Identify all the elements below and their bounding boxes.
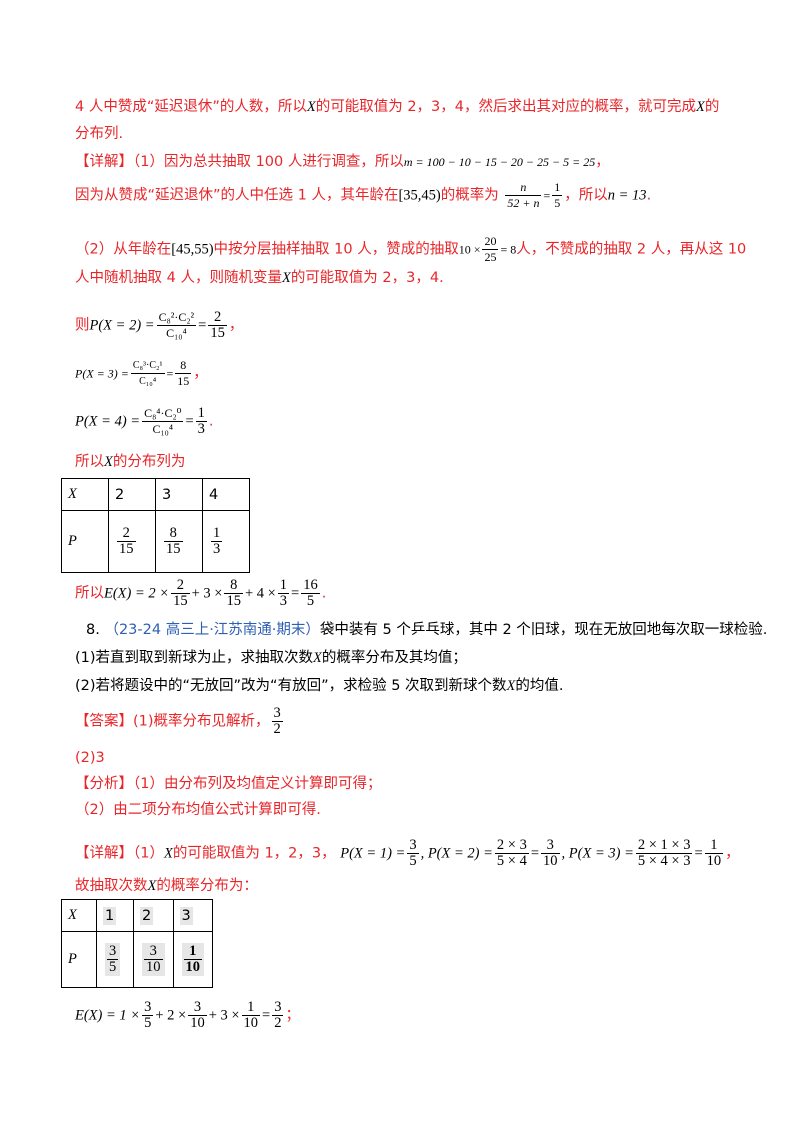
- detail-line-4: 人中随机抽取 4 人，则随机变量X的可能取值为 2，3，4.: [75, 270, 444, 286]
- answer-tag: 【答案】: [75, 713, 133, 730]
- dist-title-2: 故抽取次数X的概率分布为：: [75, 878, 258, 894]
- intro-line-2: 分布列.: [75, 126, 124, 142]
- table-header-x: X: [61, 899, 97, 932]
- detail-tag: 【详解】: [75, 154, 133, 170]
- question-source: （23-24 高三上·江苏南通·期末）: [104, 622, 320, 638]
- question-8-part-2: (2)若将题设中的“无放回”改为“有放回”，求检验 5 次取到新球个数X的均值.: [75, 678, 564, 694]
- table-header-x: X: [61, 478, 109, 511]
- detail-tag: 【详解】: [75, 845, 133, 862]
- analysis-tag: 【分析】: [75, 776, 133, 792]
- table-cell: 4: [202, 478, 250, 511]
- dist-title-1: 所以X的分布列为: [75, 454, 186, 470]
- answer-line-2: (2)3: [75, 750, 105, 766]
- table-header-p: P: [61, 510, 109, 573]
- table-cell: 1: [96, 899, 134, 932]
- table-cell: 3: [172, 899, 213, 932]
- question-text: 袋中装有 5 个乒乓球，其中 2 个旧球，现在无放回地每次取一球检验.: [319, 622, 768, 638]
- analysis-line-2: （2）由二项分布均值公式计算即可得.: [75, 802, 321, 818]
- question-8-part-1: (1)若直到取到新球为止，求抽取次数X的概率分布及其均值；: [75, 650, 467, 666]
- table-cell: 2: [133, 899, 174, 932]
- intro-line-1: 4 人中赞成“延迟退休”的人数，所以X的可能取值为 2，3，4，然后求出其对应的…: [75, 99, 720, 115]
- analysis-line-1: 【分析】（1）由分布列及均值定义计算即可得；: [75, 776, 382, 792]
- table-cell: 2: [108, 478, 156, 511]
- table-header-p: P: [61, 931, 97, 988]
- question-number: 8.: [86, 622, 100, 638]
- question-8: 8. （23-24 高三上·江苏南通·期末）袋中装有 5 个乒乓球，其中 2 个…: [86, 620, 767, 640]
- table-cell: 3: [155, 478, 203, 511]
- detail-line-1: 【详解】（1）因为总共抽取 100 人进行调查，所以m = 100 − 10 −…: [75, 154, 610, 170]
